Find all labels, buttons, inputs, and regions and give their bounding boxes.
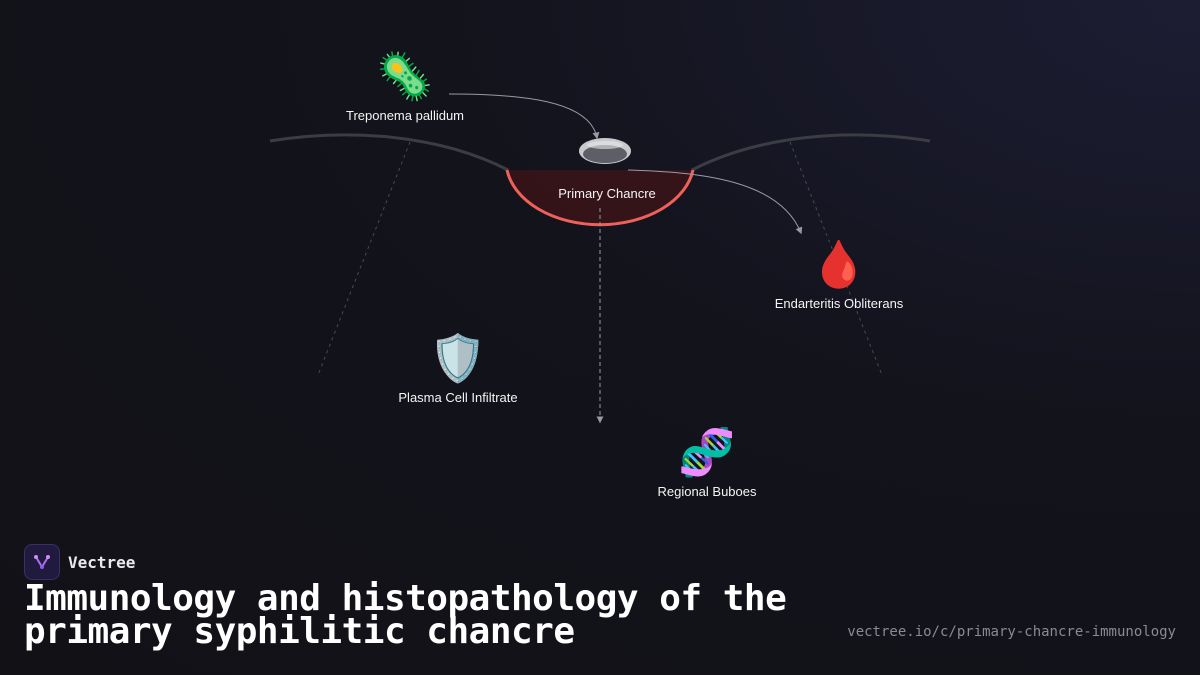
skin-surface-right <box>691 133 931 172</box>
node-treponema: 🦠 Treponema pallidum <box>346 48 464 123</box>
depth-guide-left <box>317 141 411 376</box>
node-label-plasma: Plasma Cell Infiltrate <box>398 390 518 405</box>
vectree-logo-icon <box>24 544 60 580</box>
microbe-icon: 🦠 <box>376 50 434 102</box>
source-url[interactable]: vectree.io/c/primary-chancre-immunology <box>847 624 1176 640</box>
node-primary-chancre: Primary Chancre <box>558 182 656 201</box>
node-label-chancre: Primary Chancre <box>558 186 656 201</box>
ulcer-icon <box>579 138 631 164</box>
connector-chancre-to-endarteritis <box>627 169 803 235</box>
node-plasma-cell: 🛡️ Plasma Cell Infiltrate <box>398 330 517 405</box>
node-label-buboes: Regional Buboes <box>657 484 757 499</box>
node-label-treponema: Treponema pallidum <box>345 108 465 123</box>
brand-name: Vectree <box>68 552 136 572</box>
chancre-crater-fill <box>507 170 693 225</box>
connector-treponema-to-chancre <box>448 93 600 140</box>
node-regional-buboes: 🧬 Regional Buboes <box>657 424 756 499</box>
brand[interactable]: Vectree <box>24 544 135 580</box>
shield-icon: 🛡️ <box>429 332 487 384</box>
skin-surface-left <box>269 133 509 172</box>
dna-icon: 🧬 <box>678 426 736 478</box>
blood-drop-icon: 🩸 <box>810 238 868 290</box>
node-endarteritis: 🩸 Endarteritis Obliterans <box>775 236 904 311</box>
page-title: Immunology and histopathology of the pri… <box>24 578 787 652</box>
node-label-endarteritis: Endarteritis Obliterans <box>774 296 904 311</box>
